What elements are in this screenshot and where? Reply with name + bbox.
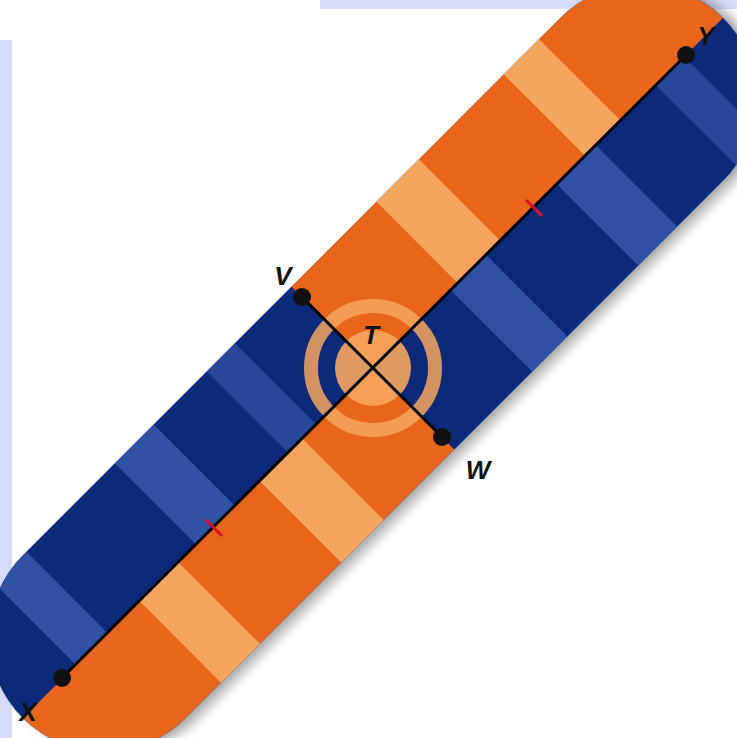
segment-vw: [302, 297, 442, 437]
point-label: Y: [697, 23, 714, 49]
segment-xy: [62, 55, 686, 678]
point-dot: [677, 46, 695, 64]
point-label: T: [363, 322, 379, 348]
point-label: V: [274, 263, 291, 289]
light-stripe: [203, 340, 316, 453]
point-dot: [433, 428, 451, 446]
point-dot: [293, 288, 311, 306]
tick-mark: [206, 520, 222, 536]
point-dot: [53, 669, 71, 687]
tick-mark: [526, 200, 542, 216]
point-label: X: [19, 699, 36, 725]
light-stripe: [260, 439, 387, 566]
light-stripe: [111, 421, 235, 545]
point-label: W: [466, 457, 491, 483]
